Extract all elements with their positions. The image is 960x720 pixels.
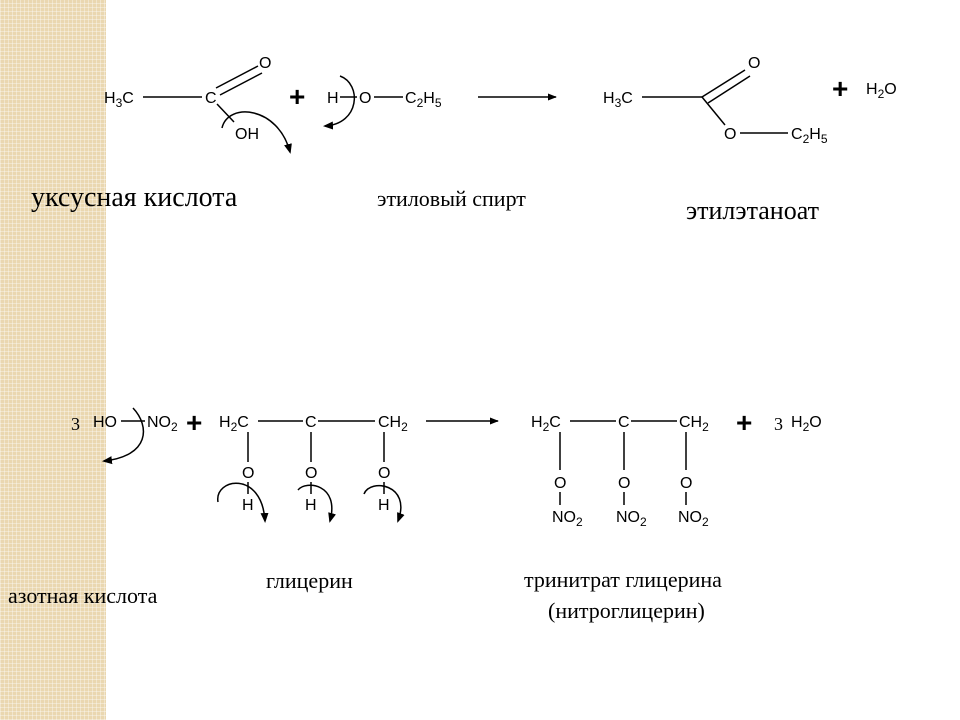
ethanol-structure: H O C2H5 xyxy=(323,75,442,130)
glycerol-ch-middle: C xyxy=(305,414,317,431)
nitration-reaction: 3 HO NO2 + H2C C CH2 O H O H O xyxy=(71,407,822,529)
glycerol-ch2-left: H2C xyxy=(219,414,249,434)
glycerol-ch2-right: CH2 xyxy=(378,414,408,434)
label-trinitrate-line2: (нитроглицерин) xyxy=(548,598,705,623)
glycerol-hydrogen-1: H xyxy=(242,497,254,514)
label-glycerol: глицерин xyxy=(266,568,353,593)
label-trinitrate-line1: тринитрат глицерина xyxy=(524,567,722,592)
nitric-acid-hydroxyl: HO xyxy=(93,414,117,431)
product-oxygen-2: O xyxy=(618,475,630,492)
label-ethyl-ethanoate: этилэтаноат xyxy=(686,196,819,225)
label-nitric-acid: азотная кислота xyxy=(8,583,158,608)
water-product-2: H2O xyxy=(791,414,822,434)
acid-c-o-double-bond-2 xyxy=(219,72,263,96)
ester-c-o-single-bond xyxy=(701,96,726,126)
ethanol-hydrogen: H xyxy=(327,90,339,107)
glycerol-oxygen-3: O xyxy=(378,465,390,482)
label-acetic-acid: уксусная кислота xyxy=(31,182,238,213)
acid-carbonyl-carbon: C xyxy=(205,90,217,107)
glycerol-hydrogen-1-leaving-arrow xyxy=(217,482,269,523)
glycerol-trinitrate-structure: H2C C CH2 O NO2 O NO2 O NO2 xyxy=(531,414,709,529)
plus-sign-4: + xyxy=(736,407,752,438)
product-nitro-group-1: NO2 xyxy=(552,509,583,529)
acid-hydroxyl-leaving-arrow xyxy=(221,111,292,154)
ester-oxygen: O xyxy=(724,126,736,143)
ethanol-ethyl-group: C2H5 xyxy=(405,90,442,110)
nitric-acid-coefficient: 3 xyxy=(71,414,80,434)
ester-methyl-group: H3C xyxy=(603,90,633,110)
product-oxygen-3: O xyxy=(680,475,692,492)
acid-c-o-double-bond-1 xyxy=(215,65,259,89)
product-nitro-group-3: NO2 xyxy=(678,509,709,529)
water-product-1: H2O xyxy=(866,81,897,101)
ethanol-hydrogen-leaving-arrow xyxy=(323,75,356,130)
acetic-acid-structure: H3C C O OH xyxy=(104,55,292,154)
nitric-acid-hydroxyl-leaving-arrow xyxy=(102,407,145,465)
product-ch2-right: CH2 xyxy=(679,414,709,434)
plus-sign-1: + xyxy=(289,81,305,112)
nitric-acid-structure: 3 HO NO2 xyxy=(71,407,178,465)
glycerol-hydrogen-2-leaving-arrow xyxy=(297,484,336,523)
glycerol-oxygen-2: O xyxy=(305,465,317,482)
acid-methyl-group: H3C xyxy=(104,90,134,110)
esterification-reaction: H3C C O OH + H O C2H5 H3C O xyxy=(104,55,897,154)
ester-c-o-double-bond-2 xyxy=(707,75,751,104)
glycerol-hydrogen-3-leaving-arrow xyxy=(363,485,405,523)
product-ch-middle: C xyxy=(618,414,630,431)
acid-carbonyl-oxygen: O xyxy=(259,55,271,72)
product-nitro-group-2: NO2 xyxy=(616,509,647,529)
glycerol-structure: H2C C CH2 O H O H O H xyxy=(217,414,408,523)
acid-hydroxyl: OH xyxy=(235,126,259,143)
plus-sign-2: + xyxy=(832,73,848,104)
ester-c-o-double-bond-1 xyxy=(701,69,746,98)
product-ch2-left: H2C xyxy=(531,414,561,434)
ethyl-ethanoate-structure: H3C O O C2H5 xyxy=(603,55,828,146)
acid-c-oh-bond xyxy=(216,103,235,123)
nitric-acid-nitro-group: NO2 xyxy=(147,414,178,434)
ethanol-oxygen: O xyxy=(359,90,371,107)
glycerol-hydrogen-3: H xyxy=(378,497,390,514)
ester-carbonyl-oxygen: O xyxy=(748,55,760,72)
ester-ethyl-group: C2H5 xyxy=(791,126,828,146)
label-ethanol: этиловый спирт xyxy=(377,186,526,211)
glycerol-hydrogen-2: H xyxy=(305,497,317,514)
decorative-side-strip xyxy=(0,0,106,720)
product-oxygen-1: O xyxy=(554,475,566,492)
plus-sign-3: + xyxy=(186,407,202,438)
glycerol-oxygen-1: O xyxy=(242,465,254,482)
water-coefficient: 3 xyxy=(774,414,783,434)
